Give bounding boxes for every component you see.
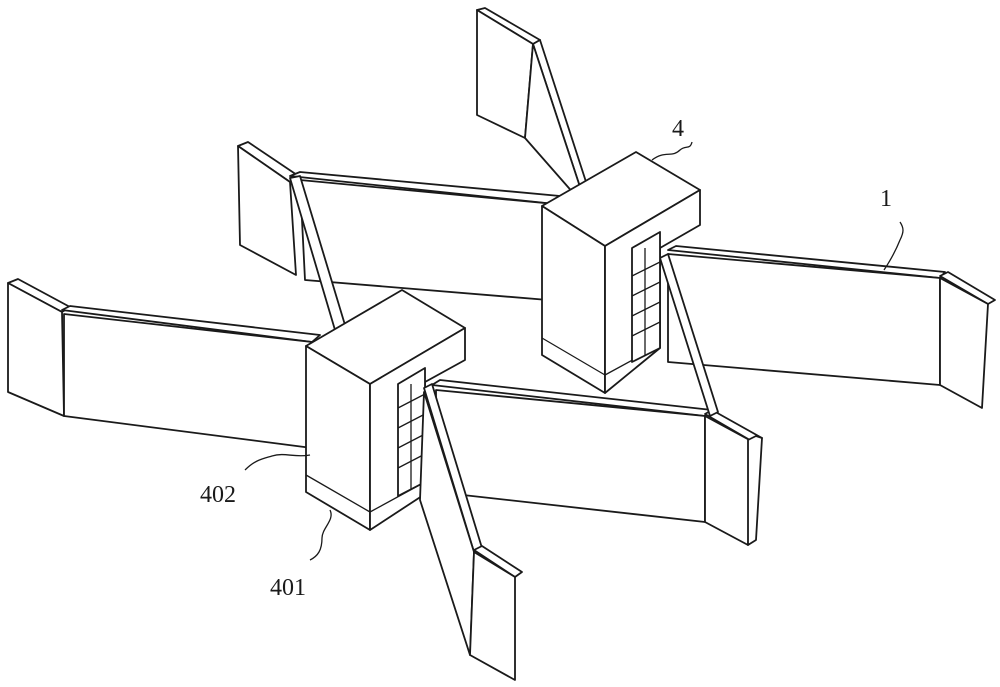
label-box: 4: [672, 116, 684, 142]
middle-blade: [431, 379, 763, 546]
top-blade: [476, 7, 589, 196]
leader-line-box-body: [244, 453, 311, 471]
bottom-blade: [419, 383, 523, 681]
leader-line-blade: [883, 221, 904, 271]
upper-box: [541, 151, 701, 394]
leader-line-box: [651, 141, 693, 161]
right-blade: [667, 245, 996, 409]
label-box-body: 402: [200, 482, 236, 508]
upper-left-blade: [237, 141, 561, 301]
label-box-base: 401: [270, 575, 306, 601]
upper-box-strut: [659, 253, 719, 417]
lower-box: [305, 289, 466, 531]
left-blade: [7, 278, 321, 449]
leader-line-box-base: [309, 509, 332, 561]
label-blade: 1: [880, 186, 892, 212]
